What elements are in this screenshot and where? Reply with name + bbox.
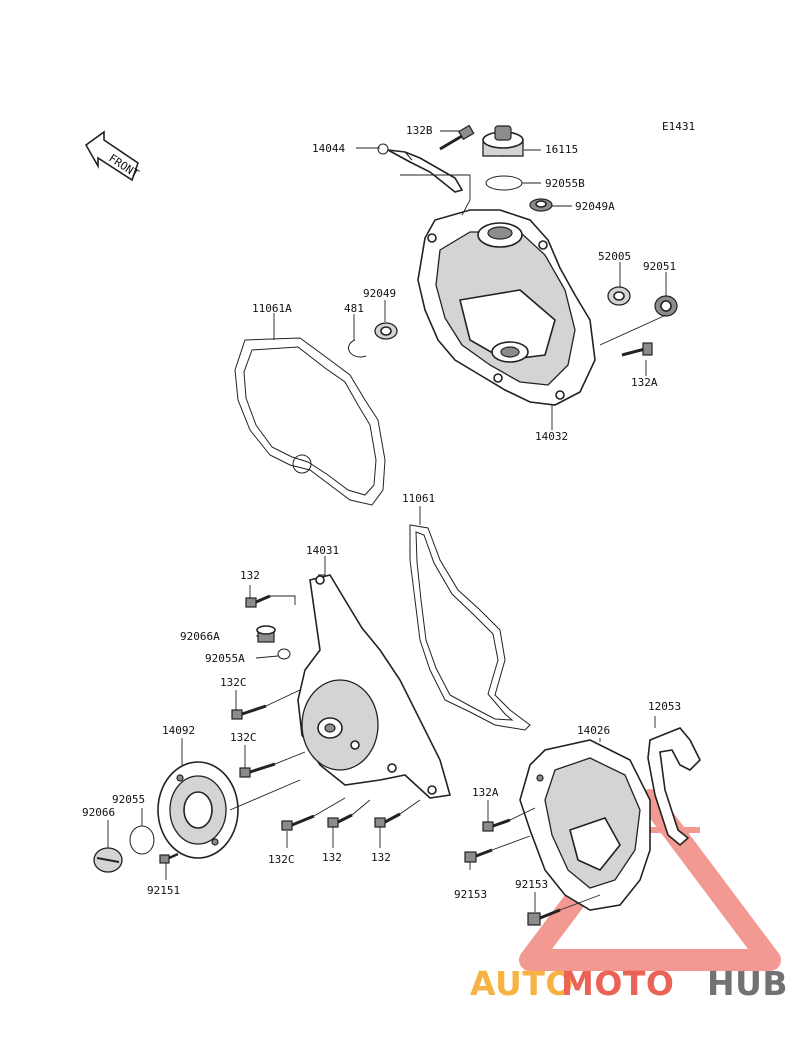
label-92153-b: 92153 <box>515 878 548 891</box>
plug-92066 <box>93 847 123 873</box>
o-ring-92055 <box>129 825 155 855</box>
watermark-text: AUTO MOTO HUB <box>470 964 788 1003</box>
generator-cover-14031 <box>297 574 452 799</box>
label-11061: 11061 <box>402 492 435 505</box>
seal-92051 <box>654 295 678 317</box>
label-92051: 92051 <box>643 260 676 273</box>
label-481: 481 <box>344 302 364 315</box>
label-132-top: 132 <box>240 569 260 582</box>
label-92049A: 92049A <box>575 200 615 213</box>
sprocket-cover-14026 <box>519 739 651 911</box>
label-92049: 92049 <box>363 287 396 300</box>
front-arrow-icon: FRONT <box>84 130 142 182</box>
bracket-12053 <box>647 727 701 847</box>
part-labels: 132B 14044 16115 92055B 92049A 52005 920… <box>82 124 681 901</box>
label-92153-a: 92153 <box>454 888 487 901</box>
bolt-132-right <box>374 812 401 828</box>
label-92066A: 92066A <box>180 630 220 643</box>
label-14044: 14044 <box>312 142 345 155</box>
label-132B: 132B <box>406 124 433 137</box>
seal-92049A <box>529 198 553 212</box>
screw-92151 <box>159 852 179 864</box>
label-132C-b: 132C <box>230 731 257 744</box>
bolt-132A-upper <box>621 342 653 357</box>
bolt-132B <box>439 124 475 151</box>
label-132-right: 132 <box>371 851 391 864</box>
bearing-52005 <box>607 286 631 306</box>
label-14032: 14032 <box>535 430 568 443</box>
cable-guide-14044 <box>377 143 464 193</box>
bolt-132-mid <box>327 813 353 828</box>
label-92055B: 92055B <box>545 177 585 190</box>
bolt-132-top <box>245 594 271 608</box>
label-132C-c: 132C <box>268 853 295 866</box>
watermark-hub: HUB <box>707 964 788 1003</box>
label-132A-upper: 132A <box>631 376 658 389</box>
label-92066: 92066 <box>82 806 115 819</box>
seal-92049 <box>374 322 398 340</box>
gasket-11061A-inner <box>243 346 377 496</box>
label-132A-lower: 132A <box>472 786 499 799</box>
label-16115: 16115 <box>545 143 578 156</box>
bolt-92153-b <box>527 908 561 926</box>
watermark-moto: MOTO <box>561 964 674 1003</box>
label-92055A: 92055A <box>205 652 245 665</box>
oil-filler-cap-16115 <box>482 125 524 157</box>
watermark-auto: AUTO <box>470 964 574 1003</box>
bolt-132A-lower <box>482 818 511 832</box>
o-ring-92055B <box>485 175 523 191</box>
gasket-11061-inner <box>415 531 514 721</box>
gasket-11061A-hole <box>292 454 312 474</box>
label-52005: 52005 <box>598 250 631 263</box>
plug-92066A <box>256 625 276 643</box>
diagram-code: E1431 <box>662 120 695 133</box>
label-11061A: 11061A <box>252 302 292 315</box>
label-92151: 92151 <box>147 884 180 897</box>
inspection-cover-14092 <box>157 761 239 859</box>
bolt-132C-a <box>231 704 267 720</box>
circlip-481 <box>348 339 367 358</box>
label-92055: 92055 <box>112 793 145 806</box>
label-132-mid: 132 <box>322 851 342 864</box>
gasket-11061 <box>409 524 531 731</box>
o-ring-92055A <box>277 648 291 660</box>
bolt-92153-a <box>464 848 493 863</box>
gasket-11061A <box>234 337 386 506</box>
label-14026: 14026 <box>577 724 610 737</box>
bolt-132C-c <box>281 814 315 831</box>
leader-lines <box>107 130 667 912</box>
label-132C-a: 132C <box>220 676 247 689</box>
label-14031: 14031 <box>306 544 339 557</box>
label-12053: 12053 <box>648 700 681 713</box>
label-14092: 14092 <box>162 724 195 737</box>
clutch-cover-14032 <box>417 209 596 406</box>
